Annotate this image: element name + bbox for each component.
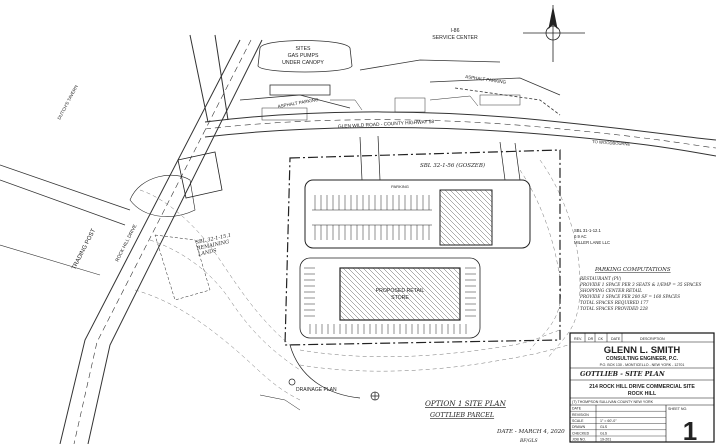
project-title: 214 ROCK HILL DRIVE COMMERCIAL SITE: [589, 384, 695, 390]
svg-text:RESTAURANT (PV)PROVIDE 1 SPACE: RESTAURANT (PV)PROVIDE 1 SPACE PER 3 SEA…: [579, 276, 701, 311]
right-note-2: 0.9 AC: [574, 234, 587, 239]
title-field-label: DATE: [572, 407, 582, 411]
revision-header: DESCRIPTION: [640, 337, 665, 341]
project-town: ROCK HILL: [628, 391, 657, 397]
title-field-label: REVISION: [572, 413, 589, 417]
upper-building: [439, 189, 493, 246]
north-arrow-icon: [523, 5, 585, 62]
asphalt-parking-right-label: ASPHALT PARKING: [465, 74, 507, 85]
sheet-no-label: SHEET NO.: [668, 407, 687, 411]
company-subtitle: CONSULTING ENGINEER, P.C.: [606, 356, 679, 362]
revision-header-row: REV. DR CK DATE DESCRIPTION: [574, 333, 665, 342]
rock-hill-drive-east-edge: [87, 39, 263, 444]
pumps-label-3: UNDER CANOPY: [282, 60, 324, 66]
company-name: GLENN L. SMITH: [604, 345, 681, 356]
title-field-label: DRAWN: [572, 425, 586, 429]
project-location: (T) THOMPSON SULLIVAN COUNTY NEW YORK: [572, 400, 654, 404]
option-title-label: OPTION 1 SITE PLAN: [425, 399, 507, 408]
notes-heading: PARKING COMPUTATIONS: [594, 267, 671, 273]
glen-wild-road-south-edge: [204, 127, 716, 157]
parking-notes: PARKING COMPUTATIONS RESTAURANT (PV)PROV…: [579, 267, 701, 311]
service-center-label-1: I-86: [451, 28, 460, 34]
left-lot-building: [177, 151, 223, 199]
parking-label: PARKING: [391, 184, 409, 189]
title-block: REV. DR CK DATE DESCRIPTION GLENN L. SMITH C…: [569, 332, 715, 444]
roads: [0, 34, 716, 444]
company-address: P.O. BOX 130 - MONTICELLO - NEW YORK - 1…: [600, 363, 685, 367]
contour-lines: [134, 159, 581, 401]
woodbourne-label: TO WOODBOURNE: [592, 139, 631, 147]
pumps-label-2: GAS PUMPS: [288, 53, 319, 59]
notes-line: PROVIDE 1 SPACE PER 200 SF = 160 SPACES: [579, 294, 680, 299]
revision-header: CK: [598, 337, 604, 341]
bottom-labels: DRAINAGE PLAN OPTION 1 SITE PLAN GOTTLIE…: [296, 387, 565, 444]
dutchs-tavern-label: DUTCH'S TAVERN: [56, 84, 78, 120]
revision-header: REV.: [574, 337, 582, 341]
upper-parking-lot: [304, 179, 531, 249]
drainage-plan-label: DRAINAGE PLAN: [296, 387, 337, 393]
lower-parking-lot: [299, 257, 481, 339]
sbl-top-label: SBL 32-1-56 (GOSZEB): [420, 162, 485, 169]
title-field-label: JOB NO.: [572, 438, 586, 442]
service-center-area: [239, 40, 561, 121]
notes-line: PROVIDE 1 SPACE PER 3 SEATS & 1/EMP = 35…: [579, 282, 701, 287]
store-label-2: STORE: [391, 295, 409, 301]
title-field-label: CHECKED: [572, 431, 590, 435]
notes-line: SHOPPING CENTER RETAIL: [580, 288, 642, 293]
revision-header: DATE: [611, 337, 621, 341]
store-label-1: PROPOSED RETAIL: [376, 288, 425, 294]
title-field-value: GLS: [600, 425, 608, 429]
rock-hill-drive-west-edge: [59, 39, 241, 444]
date-label: DATE - MARCH 4, 2020: [496, 429, 565, 435]
site-improvements: [129, 135, 531, 411]
gas-canopy-outline: [257, 40, 353, 73]
trading-post-label: TRADING POST: [71, 228, 97, 271]
pumps-label-1: SITES: [296, 46, 312, 52]
svg-text:SBL 32-1-15.1REMAININGLANDS: SBL 32-1-15.1REMAININGLANDS: [194, 233, 234, 258]
revision-header: DR: [588, 337, 594, 341]
notes-line: TOTAL SPACES PROVIDED 228: [580, 306, 648, 311]
gottlieb-parcel-label: GOTTLIEB PARCEL: [430, 411, 494, 419]
title-block-fields: DATE REVISION SCALE 1" = 60'-0" DRAWN GLS CHEC…: [570, 407, 666, 442]
title-field-value: GLS: [600, 431, 608, 435]
glen-wild-road-north-edge: [204, 111, 716, 141]
handwritten-title: GOTTLIEB - SITE PLAN: [580, 370, 666, 378]
notes-line: RESTAURANT (PV): [579, 276, 622, 281]
glen-wild-road-label: GLEN WILD ROAD - COUNTY HIGHWAY 58: [338, 119, 435, 130]
right-note-1: SBL 31-1-12.1: [574, 228, 602, 233]
parcel-boundary: [284, 149, 561, 346]
title-field-label: SCALE: [572, 419, 584, 423]
service-center-label-2: SERVICE CENTER: [432, 35, 478, 41]
sheet-number: 1: [683, 416, 697, 444]
right-note-3: MILLER LANE LLC: [574, 240, 610, 245]
asphalt-parking-left-label: ASPHALT PARKING: [277, 97, 319, 109]
title-field-value: 19-201: [600, 438, 611, 442]
initials-label: BF/GLS: [519, 438, 538, 444]
title-field-value: 1" = 60'-0": [600, 419, 617, 423]
notes-line: TOTAL SPACES REQUIRED 177: [580, 300, 649, 305]
parcel-note-3: LANDS: [197, 248, 218, 258]
